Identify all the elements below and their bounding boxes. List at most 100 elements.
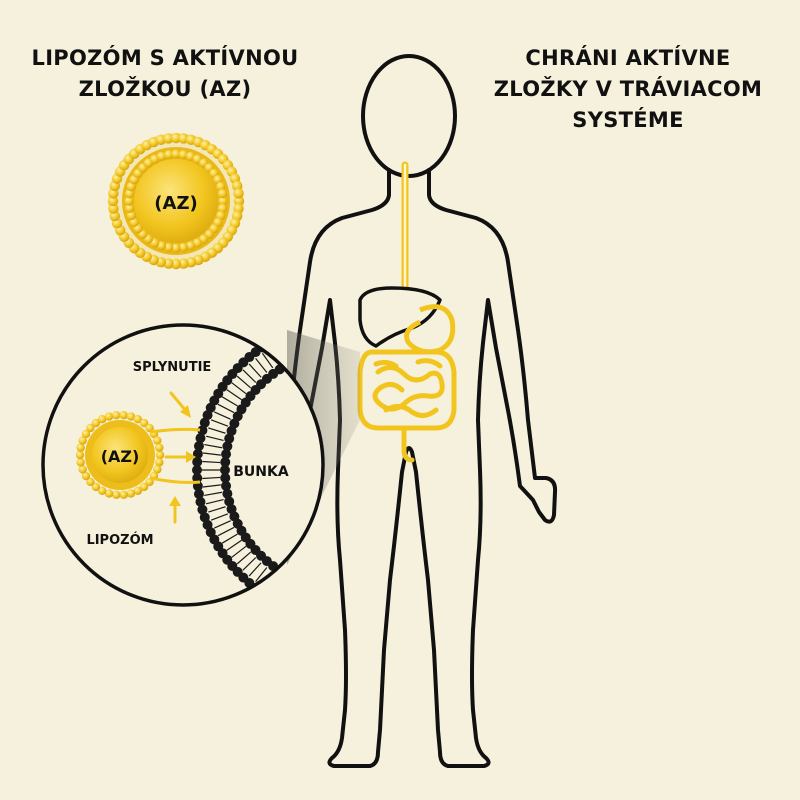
membrane-tail [226, 389, 242, 401]
lipid-bead [163, 133, 174, 144]
lipid-bead [156, 151, 167, 161]
lipid-bead [139, 418, 149, 428]
membrane-tail [255, 567, 268, 582]
membrane-tail [231, 545, 247, 558]
lipid-bead [112, 410, 121, 420]
membrane-bead [281, 569, 292, 580]
membrane-tail [202, 460, 221, 464]
membrane-tail [283, 583, 293, 600]
lipid-bead [155, 450, 165, 460]
lipid-bead [164, 242, 174, 253]
fusion-label: SPLYNUTIE [133, 360, 212, 375]
membrane-tail [291, 585, 300, 604]
lipid-bead [218, 196, 228, 206]
membrane-tail [261, 352, 274, 369]
lipid-bead [178, 149, 188, 160]
membrane-tail [204, 443, 223, 449]
membrane-tail [248, 562, 262, 577]
lipid-bead [171, 149, 181, 159]
liposome-title-line-1: LIPOZÓM S AKTÍVNOU [31, 46, 299, 70]
lipid-bead [86, 423, 95, 433]
membrane-tail [205, 498, 224, 505]
lipid-bead [145, 423, 154, 433]
cell-label: BUNKA [233, 464, 289, 480]
liposome-core [134, 159, 218, 243]
zoom-inset: (AZ) SPLYNUTIE BUNKA LIPOZÓM [41, 323, 325, 607]
liposome-inner-beads [124, 149, 228, 253]
lipid-bead [81, 429, 91, 439]
membrane-tail [210, 419, 229, 427]
liposome-caption: LIPOZÓM [86, 532, 153, 548]
protection-title: CHRÁNI AKTÍVNE ZLOŽKY V TRÁVIACOM SYSTÉM… [468, 43, 788, 136]
membrane-bead [278, 330, 289, 341]
liposome-icon: (AZ) [107, 132, 245, 270]
protection-title-line-1: CHRÁNI AKTÍVNE [525, 46, 731, 70]
membrane-bead [270, 595, 281, 605]
membrane-tail [205, 435, 224, 442]
membrane-bead [257, 587, 268, 598]
membrane-tail [242, 557, 257, 571]
lipid-bead [76, 443, 85, 452]
lipid-bead [164, 149, 174, 160]
lipid-bead [126, 412, 136, 421]
membrane-bead [288, 573, 299, 584]
lipid-bead [139, 482, 149, 492]
lipid-bead [124, 189, 135, 199]
lipid-bead [108, 203, 119, 214]
lipid-bead [75, 450, 85, 460]
membrane-bead [195, 433, 206, 444]
membrane-tail [204, 491, 223, 497]
membrane-bead [270, 334, 281, 345]
membrane-bead [263, 591, 274, 602]
membrane-tail [208, 506, 226, 513]
lipid-bead [217, 189, 228, 199]
lipid-bead [124, 203, 135, 213]
membrane-bead [192, 456, 203, 467]
lipid-bead [78, 465, 87, 474]
lipid-bead [78, 436, 87, 445]
inset-liposome-core [92, 427, 148, 483]
lipid-bead [185, 241, 196, 251]
membrane-tail [231, 382, 247, 395]
lipid-bead [170, 258, 182, 270]
membrane-bead [222, 441, 233, 452]
lipid-bead [133, 486, 143, 496]
membrane-bead [285, 602, 296, 605]
protection-title-line-3: SYSTÉME [572, 108, 684, 132]
lipid-bead [119, 410, 128, 420]
lipid-bead [91, 418, 101, 428]
membrane-tail [217, 526, 235, 537]
membrane-tail [202, 484, 221, 488]
membrane-tail [269, 575, 280, 592]
lipid-bead [153, 436, 162, 445]
lipid-bead [153, 465, 162, 474]
inset-liposome: (AZ) [75, 410, 165, 500]
lipid-bead [217, 203, 228, 213]
lipid-bead [97, 414, 107, 424]
lipid-bead [112, 490, 121, 500]
membrane-tail [214, 411, 231, 420]
membrane-bead [192, 448, 203, 459]
membrane-tail [236, 375, 252, 389]
membrane-bead [278, 599, 289, 605]
lipid-bead [104, 489, 114, 498]
lipid-bead [97, 486, 107, 496]
membrane-tail [214, 520, 231, 529]
head-outline [361, 54, 457, 178]
membrane-tail [202, 452, 221, 456]
membrane-bead [221, 449, 232, 460]
lipid-bead [119, 490, 128, 500]
membrane-bead [195, 496, 206, 507]
protection-title-line-2: ZLOŽKY V TRÁVIACOM [493, 77, 763, 101]
membrane-bead [220, 472, 231, 483]
liposome-title-line-2: ZLOŽKOU (AZ) [78, 77, 252, 101]
inset-liposome-beads [75, 410, 165, 500]
lipid-bead [124, 196, 134, 206]
lipid-bead [126, 489, 136, 498]
inset-border [41, 323, 325, 607]
membrane-tail [276, 343, 286, 361]
membrane-tail [208, 427, 226, 434]
lipid-bead [126, 210, 136, 221]
intestines [357, 349, 457, 463]
membrane-bead [197, 504, 208, 515]
